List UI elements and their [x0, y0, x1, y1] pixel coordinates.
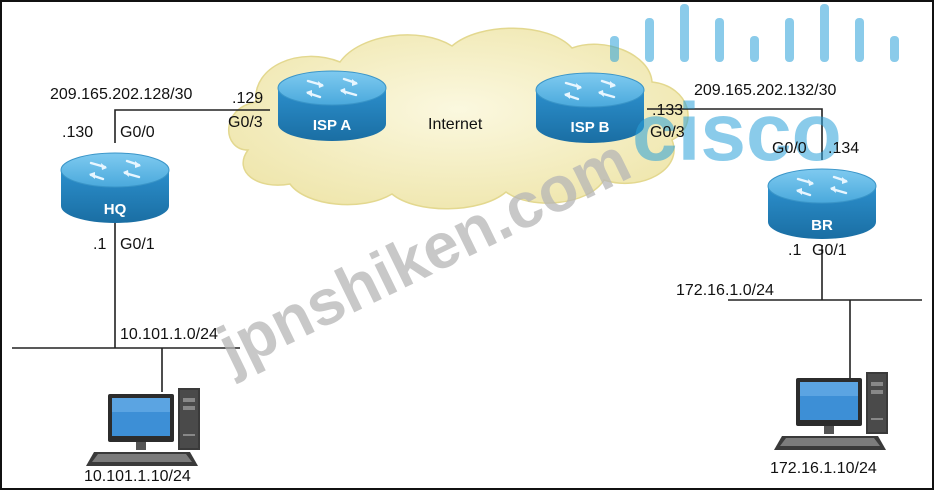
- router-hq-label: HQ: [104, 201, 127, 218]
- cisco-logo-text: cisco: [632, 87, 842, 178]
- hq-lan-network: 10.101.1.0/24: [120, 326, 218, 343]
- router-isp-b[interactable]: ISP B: [534, 71, 646, 145]
- cisco-logo-bars: [610, 4, 899, 62]
- internet-label: Internet: [428, 116, 483, 133]
- ispb-iface-label: G0/3: [650, 124, 685, 141]
- wan-network-hq: 209.165.202.128/30: [50, 86, 193, 103]
- hq-wan-host-label: .130: [62, 124, 94, 141]
- link-hq-ispa: [114, 109, 270, 143]
- pc-br[interactable]: [774, 372, 888, 450]
- wan-network-br: 209.165.202.132/30: [694, 82, 837, 99]
- hq-pc-ip: 10.101.1.10/24: [84, 468, 191, 485]
- router-hq[interactable]: HQ: [59, 151, 171, 225]
- br-pc-ip: 172.16.1.10/24: [770, 460, 877, 477]
- br-wan-iface-label: G0/0: [772, 140, 807, 157]
- ispa-host-label: .129: [232, 90, 264, 107]
- router-isp-a-label: ISP A: [313, 117, 352, 134]
- router-isp-a[interactable]: ISP A: [276, 69, 388, 143]
- ispa-iface-label: G0/3: [228, 114, 263, 131]
- br-wan-host-label: .134: [828, 140, 860, 157]
- router-isp-b-label: ISP B: [571, 119, 610, 136]
- pc-hq[interactable]: [86, 388, 200, 466]
- router-br[interactable]: BR: [766, 167, 878, 241]
- ispb-host-label: .133: [652, 102, 684, 119]
- cisco-logo-watermark: cisco: [610, 4, 899, 178]
- router-br-label: BR: [811, 217, 833, 234]
- br-lan-network: 172.16.1.0/24: [676, 282, 774, 299]
- network-links: [12, 108, 922, 392]
- hq-lan-host-label: .1: [93, 236, 107, 253]
- link-ispb-br: [647, 108, 823, 160]
- hq-lan-iface-label: G0/1: [120, 236, 155, 253]
- hq-wan-iface-label: G0/0: [120, 124, 155, 141]
- br-lan-host-label: .1: [788, 242, 802, 259]
- br-lan-iface-label: G0/1: [812, 242, 847, 259]
